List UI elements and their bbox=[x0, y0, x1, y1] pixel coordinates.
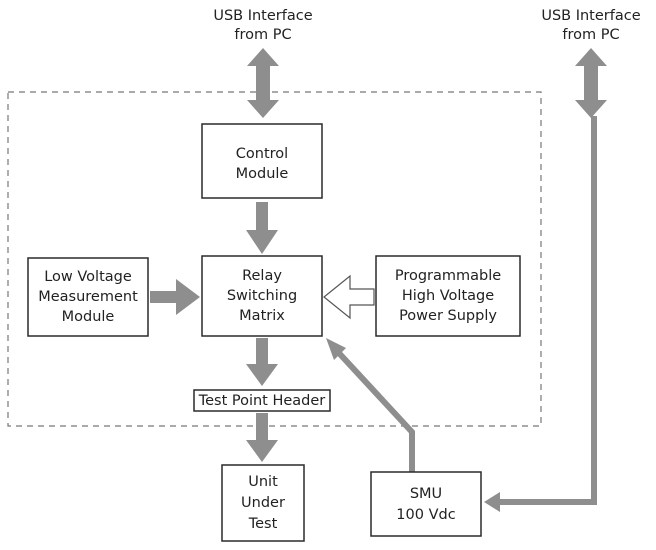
control-module-label-line1: Control bbox=[236, 146, 288, 162]
test-point-header-box bbox=[193, 389, 331, 412]
low-voltage-box bbox=[27, 257, 149, 337]
high-voltage-to-relay-arrow bbox=[323, 274, 375, 320]
uut-label-line2: Under bbox=[241, 495, 285, 511]
relay-to-header-arrow bbox=[246, 338, 278, 386]
usb-right-double-arrow bbox=[575, 48, 607, 118]
low-voltage-label-line3: Module bbox=[62, 309, 115, 325]
header-to-uut-arrow bbox=[246, 413, 278, 462]
smu-usb-arrowhead bbox=[484, 492, 500, 512]
high-voltage-label-line2: High Voltage bbox=[402, 288, 494, 304]
usb-left-double-arrow bbox=[247, 48, 279, 118]
usb-left-label: USB Interface from PC bbox=[213, 8, 312, 43]
uut-label-line3: Test bbox=[248, 516, 278, 532]
usb-right-label: USB Interface from PC bbox=[541, 8, 640, 43]
relay-matrix-label-line2: Switching bbox=[227, 288, 297, 304]
usb-right-label-line1: USB Interface bbox=[541, 8, 640, 24]
high-voltage-label-line1: Programmable bbox=[395, 268, 501, 284]
low-voltage-label-line1: Low Voltage bbox=[44, 269, 132, 285]
high-voltage-box bbox=[375, 255, 521, 337]
smu-label-line2: 100 Vdc bbox=[396, 507, 455, 523]
smu-to-relay-arrowhead bbox=[326, 338, 346, 360]
control-module-label-line2: Module bbox=[236, 166, 289, 182]
usb-right-label-line2: from PC bbox=[562, 27, 619, 43]
control-module-box bbox=[201, 123, 323, 199]
smu-to-relay-line bbox=[335, 349, 415, 472]
usb-right-cable bbox=[498, 116, 597, 505]
relay-matrix-label-line1: Relay bbox=[242, 268, 282, 284]
system-boundary bbox=[7, 91, 542, 427]
test-point-header-label: Test Point Header bbox=[198, 393, 326, 409]
low-voltage-to-relay-arrow bbox=[150, 279, 200, 315]
high-voltage-label-line3: Power Supply bbox=[399, 308, 497, 324]
usb-left-label-line1: USB Interface bbox=[213, 8, 312, 24]
control-to-relay-arrow bbox=[246, 202, 278, 254]
low-voltage-label-line2: Measurement bbox=[38, 289, 138, 305]
unit-under-test-box bbox=[221, 464, 305, 542]
smu-label-line1: SMU bbox=[410, 486, 442, 502]
relay-matrix-box bbox=[201, 255, 323, 337]
uut-label-line1: Unit bbox=[248, 474, 278, 490]
relay-matrix-label-line3: Matrix bbox=[239, 308, 285, 324]
usb-left-label-line2: from PC bbox=[234, 27, 291, 43]
smu-box bbox=[370, 471, 482, 537]
